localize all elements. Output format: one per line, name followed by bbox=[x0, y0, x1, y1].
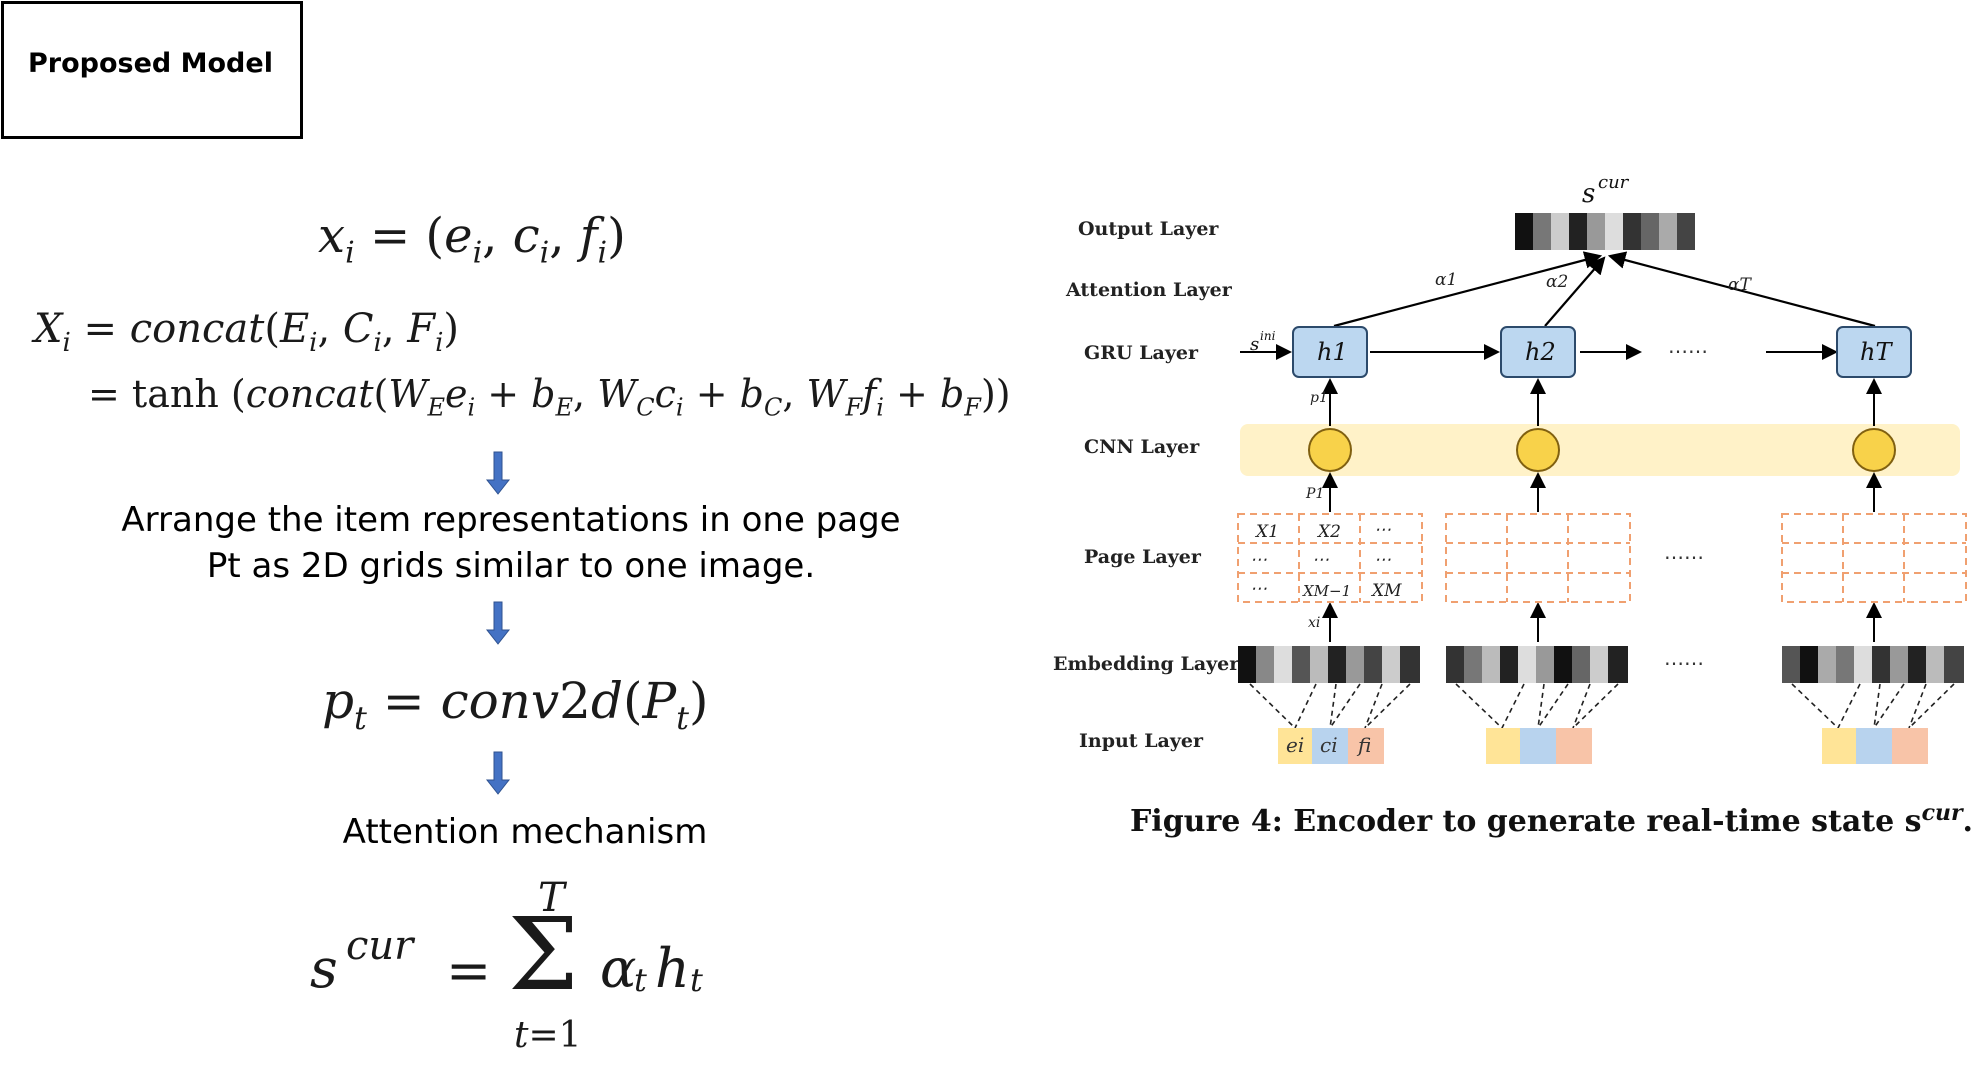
embedding-strips bbox=[1238, 646, 1964, 683]
s-ini-sup: ini bbox=[1260, 329, 1276, 343]
layer-label-attention: Attention Layer bbox=[1065, 279, 1233, 301]
page-cell-dots: ⋯ bbox=[1374, 550, 1391, 570]
caption-attention: Attention mechanism bbox=[342, 812, 708, 852]
page-cell-XM: XM bbox=[1370, 581, 1402, 601]
layer-label-cnn: CNN Layer bbox=[1084, 436, 1200, 458]
page-cell-X2: X2 bbox=[1316, 522, 1341, 542]
figure-caption-text: Figure 4: Encoder to generate real-time … bbox=[1130, 804, 1922, 839]
gru-node-hT: hT bbox=[1860, 338, 1893, 366]
equation-s-cur: s cur = T Σ t=1 α t h t bbox=[310, 875, 703, 1056]
page-cell-XM-1: XM−1 bbox=[1302, 582, 1351, 600]
output-label-sup: cur bbox=[1598, 172, 1630, 193]
page-cell-dots: ⋯ bbox=[1374, 520, 1391, 540]
alpha-1-label: α1 bbox=[1435, 270, 1457, 290]
page-grids bbox=[1237, 513, 1967, 603]
layer-label-embedding: Embedding Layer bbox=[1053, 653, 1240, 675]
page-cell-dots: ⋯ bbox=[1312, 550, 1329, 570]
gru-cells bbox=[1292, 326, 1912, 378]
figure-caption: Figure 4: Encoder to generate real-time … bbox=[1130, 800, 1973, 839]
p1-label: p1 bbox=[1310, 390, 1328, 406]
layer-label-input: Input Layer bbox=[1079, 730, 1204, 752]
output-label: s bbox=[1582, 179, 1595, 209]
caption-arrange-line2: Pt as 2D grids similar to one image. bbox=[206, 546, 816, 586]
page-cell-dots: ⋯ bbox=[1250, 579, 1267, 599]
alpha-2-label: α2 bbox=[1546, 272, 1568, 292]
layer-label-output: Output Layer bbox=[1078, 218, 1219, 240]
encoder-figure: Output Layer Attention Layer GRU Layer C… bbox=[1053, 172, 1967, 764]
title-box: Proposed Model bbox=[1, 1, 303, 139]
page-ellipsis: ⋯⋯ bbox=[1664, 545, 1704, 569]
equation-conv2d: pt = conv2d(Pt) bbox=[322, 672, 709, 737]
alpha-T-label: αT bbox=[1728, 275, 1752, 295]
down-arrow-icon bbox=[485, 751, 511, 795]
caption-arrange-line1: Arrange the item representations in one … bbox=[121, 500, 901, 540]
embedding-ellipsis: ⋯⋯ bbox=[1664, 651, 1704, 675]
input-label-c: ci bbox=[1320, 733, 1338, 757]
page-cell-X1: X1 bbox=[1254, 522, 1279, 542]
down-arrow-icon bbox=[485, 601, 511, 645]
figure-caption-sup: cur bbox=[1921, 800, 1963, 826]
output-embedding-strip bbox=[1515, 213, 1695, 250]
layer-label-gru: GRU Layer bbox=[1084, 342, 1199, 364]
page-cell-dots: ⋯ bbox=[1250, 550, 1267, 570]
cnn-circles bbox=[1308, 428, 1896, 472]
equation-X-i: Xi = concat(Ei, Ci, Fi) bbox=[34, 306, 459, 358]
down-arrow-icon bbox=[485, 451, 511, 495]
gru-ellipsis: ⋯⋯ bbox=[1668, 339, 1708, 363]
xi-label: xi bbox=[1308, 615, 1320, 631]
input-boxes bbox=[1278, 728, 1928, 764]
layer-label-page: Page Layer bbox=[1084, 546, 1202, 568]
page-title: Proposed Model bbox=[28, 48, 273, 79]
s-ini-label: s bbox=[1250, 334, 1259, 355]
gru-node-h2: h2 bbox=[1525, 338, 1556, 366]
cnn-band bbox=[1240, 424, 1960, 476]
input-label-e: ei bbox=[1286, 733, 1304, 757]
input-connectors bbox=[1249, 683, 1955, 729]
equation-tanh: = tanh (concat(WEei + bE, WCci + bC, WFf… bbox=[88, 372, 1011, 422]
input-label-f: fi bbox=[1356, 733, 1371, 757]
equation-x-i: xi = (ei, ci, fi) bbox=[318, 208, 626, 271]
gru-node-h1: h1 bbox=[1317, 338, 1348, 366]
P1-label: P1 bbox=[1305, 486, 1324, 502]
